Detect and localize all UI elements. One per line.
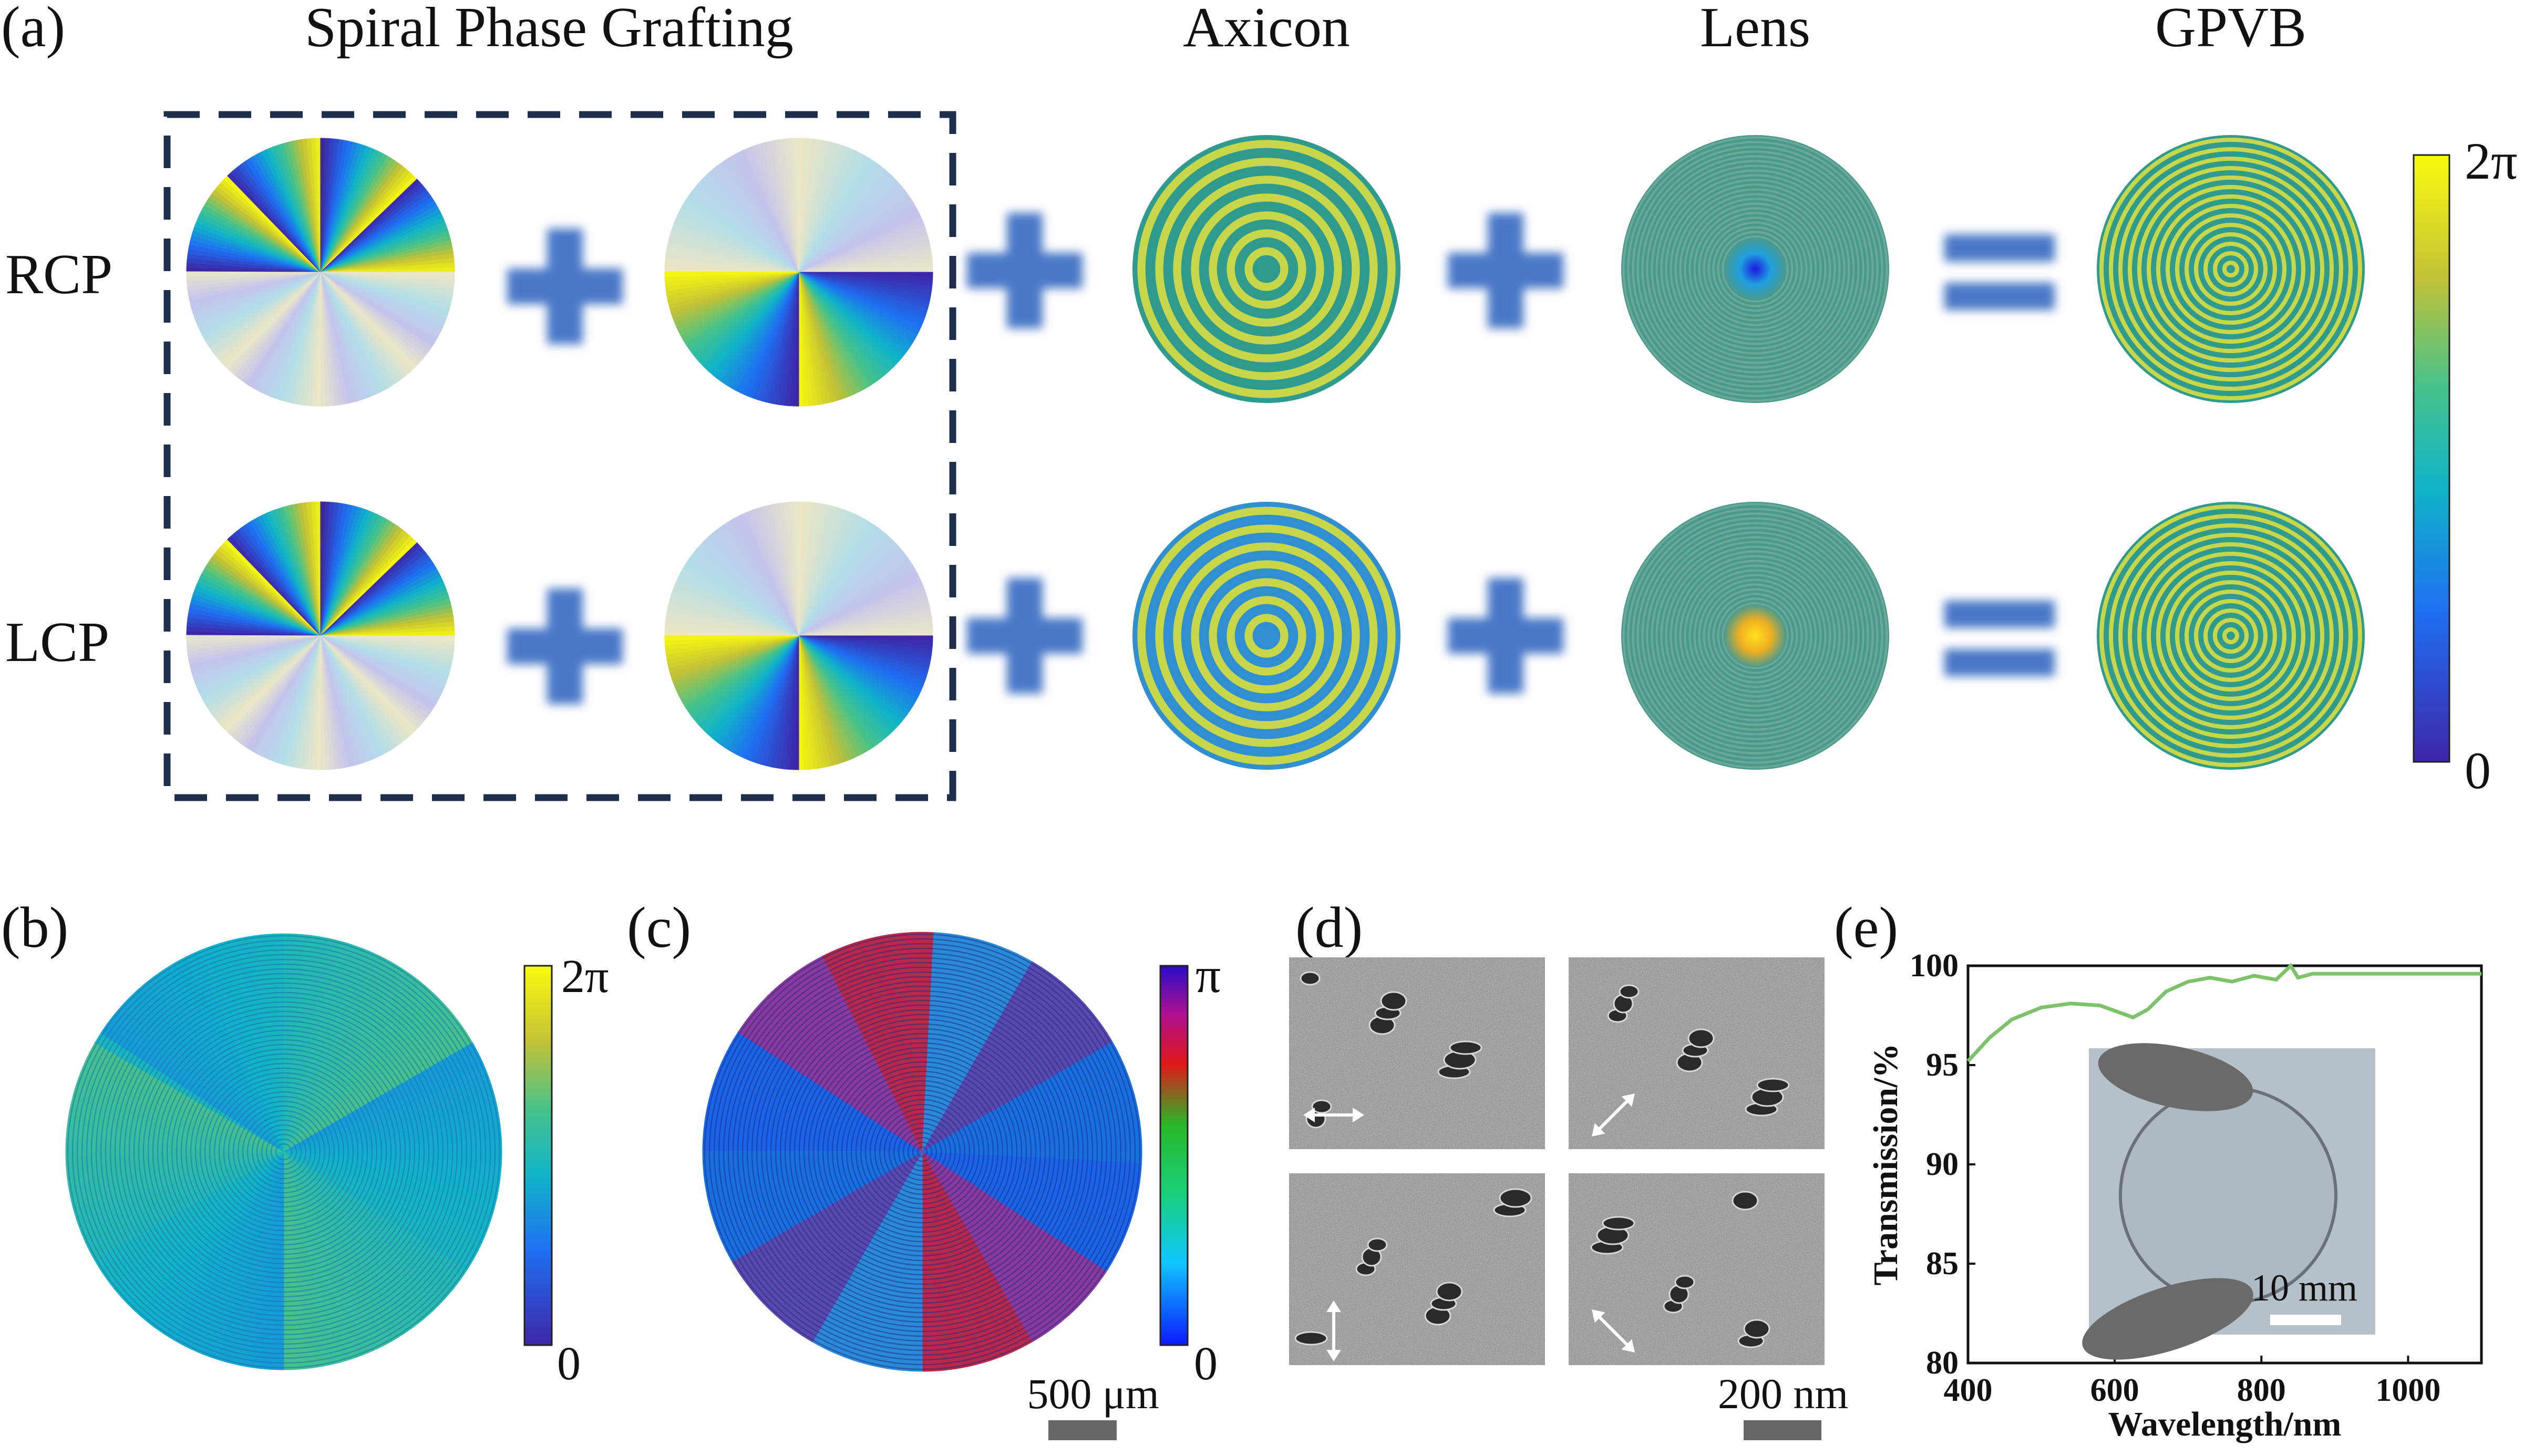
lens-disk-rcp <box>1621 135 1889 403</box>
scale-bar-d <box>1744 1420 1821 1440</box>
equals-sign-lcp <box>1944 601 2055 676</box>
plus-sign-lcp-3 <box>1448 578 1563 694</box>
sem-image-3 <box>1289 1173 1545 1365</box>
title-spiral-phase-grafting: Spiral Phase Grafting <box>305 0 794 59</box>
plus-sign-lcp-2 <box>967 578 1083 694</box>
fabricated-phase-disk <box>702 932 1142 1372</box>
sample-photo-inset: 10 mm <box>2082 1043 2375 1360</box>
panel-e-label: (e) <box>1834 895 1898 959</box>
panel-c: (c) π 0 500 μm <box>627 895 1221 1440</box>
title-gpvb: GPVB <box>2155 0 2306 59</box>
colorbar-b-max-label: 2π <box>561 951 609 1003</box>
phase-colorbar-b <box>523 965 553 1346</box>
plus-sign-rcp-1 <box>507 229 623 344</box>
title-axicon: Axicon <box>1183 0 1350 59</box>
colorbar-b-min-label: 0 <box>557 1338 581 1390</box>
colorbar-c-max-label: π <box>1196 947 1221 1003</box>
panel-e: (e) 400 600 800 1000 80 85 90 95 100Wavelength/n… <box>1834 895 2483 1443</box>
polarization-arrow-1 <box>1303 1108 1364 1122</box>
title-lens: Lens <box>1700 0 1810 59</box>
scale-bar-c <box>1048 1420 1117 1440</box>
grafting-dashed-box <box>163 111 956 801</box>
y-tick-label: 90 <box>1926 1147 1959 1182</box>
polarization-arrow-4 <box>1591 1309 1635 1353</box>
panel-d-label: (d) <box>1295 895 1363 959</box>
y-axis-label: Transmission/% <box>1867 1044 1905 1286</box>
transmission-line <box>1966 963 2481 1062</box>
polarization-arrow-3 <box>1326 1300 1341 1361</box>
plus-sign-lcp-1 <box>507 588 623 704</box>
polarization-arrow-2 <box>1591 1093 1635 1137</box>
row-label-lcp: LCP <box>5 611 109 674</box>
lens-disk-lcp <box>1621 502 1889 770</box>
row-label-rcp: RCP <box>5 243 112 306</box>
x-tick-label: 1000 <box>2375 1372 2440 1408</box>
tweezer-bottom <box>2082 1278 2253 1360</box>
x-tick-label: 600 <box>2090 1372 2139 1408</box>
gpvb-disk-rcp <box>2097 135 2365 403</box>
panel-a-label: (a) <box>1 0 65 59</box>
plus-sign-rcp-2 <box>967 213 1083 328</box>
axicon-disk-lcp <box>1132 502 1400 770</box>
panel-b-label: (b) <box>1 895 68 959</box>
x-tick-label: 400 <box>1944 1372 1993 1408</box>
phase-colorbar <box>2413 154 2450 763</box>
colorbar-min-label: 0 <box>2465 741 2491 800</box>
plus-sign-rcp-3 <box>1448 213 1563 328</box>
phase-colorbar-c <box>1159 965 1189 1346</box>
sem-image-2 <box>1569 957 1825 1149</box>
inset-scale-label: 10 mm <box>2251 1267 2357 1309</box>
x-axis-label: Wavelength/nm <box>2108 1405 2342 1443</box>
equals-sign-rcp <box>1944 234 2055 310</box>
inset-scale-bar <box>2270 1315 2341 1325</box>
panel-a: (a) Spiral Phase Grafting Axicon Lens GP… <box>1 0 2518 801</box>
sem-image-4 <box>1569 1173 1825 1365</box>
colorbar-c-min-label: 0 <box>1194 1338 1218 1390</box>
y-tick-label: 95 <box>1926 1047 1959 1083</box>
y-tick-label: 100 <box>1910 948 1959 984</box>
panel-b: (b) 2π 0 <box>1 895 609 1390</box>
spiral-disk-lcp-1 <box>186 501 455 770</box>
x-tick-label: 800 <box>2237 1372 2286 1408</box>
panel-d: (d) 200 nm <box>1289 895 1848 1440</box>
panel-c-label: (c) <box>627 895 691 959</box>
scale-bar-c-label: 500 μm <box>1027 1370 1159 1418</box>
tweezer-top <box>2098 1043 2253 1111</box>
scale-bar-d-label: 200 nm <box>1718 1370 1848 1418</box>
colorbar-max-label: 2π <box>2465 132 2518 190</box>
spiral-disk-rcp-1 <box>186 138 455 407</box>
gpvb-disk-lcp <box>2097 502 2365 770</box>
spiral-disk-lcp-2 <box>664 501 933 770</box>
y-tick-label: 85 <box>1926 1246 1959 1282</box>
spiral-disk-rcp-2 <box>664 138 933 407</box>
y-tick-label: 80 <box>1926 1345 1959 1381</box>
grafted-phase-disk <box>65 933 502 1370</box>
axicon-disk-rcp <box>1132 135 1400 403</box>
sem-image-1 <box>1289 957 1545 1149</box>
